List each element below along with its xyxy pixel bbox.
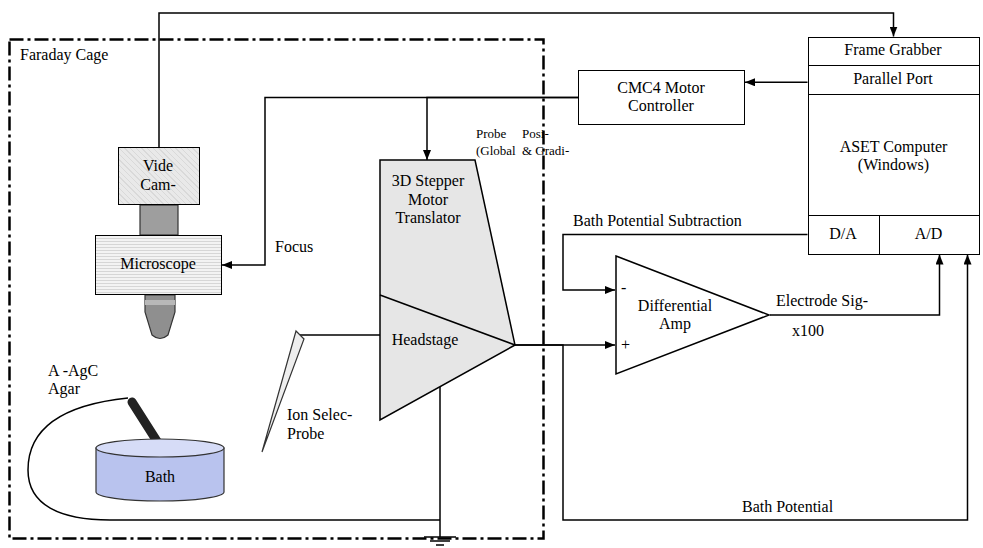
annotation-label: Posi- [522,127,549,142]
ground-symbol [436,544,444,546]
signal-connector [515,255,968,521]
motor-controller-box: CMC4 Motor Controller [578,70,745,125]
label-slot: (Global [476,144,516,159]
text-slot: Faraday Cage [20,44,170,66]
annotation-label: - [621,279,626,297]
text-slot: 3D Stepper Motor Translator [382,166,474,234]
frame-grabber-cell: Frame Grabber [808,37,980,66]
node-text: Differential Amp [633,297,717,334]
objective-band [145,300,175,305]
node-text: 3D Stepper Motor Translator [382,172,474,227]
annotation-label: Probe [476,127,506,142]
label-slot: x100 [792,322,824,340]
text-slot: Differential Amp [633,285,717,345]
label-slot: Focus [275,238,313,256]
stepper-translator-headstage: 3D Stepper Motor TranslatorHeadstage [380,160,515,420]
annotation-label: Agar [48,380,80,398]
probe-wire [300,334,380,336]
ground-symbol [430,540,450,542]
label-slot: Bath Potential Subtraction [573,212,742,230]
text-slot: Frame Grabber [809,38,978,64]
objective-lens [145,295,175,339]
annotation-label: + [621,336,630,354]
node-text: Faraday Cage [20,46,108,64]
text-slot: ASET Computer (Windows) [809,98,978,214]
annotation-label: x100 [792,322,824,340]
label-slot: A -AgC [48,362,98,380]
bath-dish: Bath [95,438,225,502]
text-slot: Microscope [96,236,220,293]
label-slot: - [621,279,626,297]
text-slot: A/D [880,216,978,253]
label-slot: + [621,336,630,354]
microscope-box: Microscope [95,235,222,295]
signal-connector [159,13,894,147]
text-slot: Headstage [384,328,466,352]
text-slot: Vide Cam- [133,148,183,203]
signal-connector [770,255,940,316]
annotation-label: Electrode Sig- [776,292,868,310]
node-text: Parallel Port [853,70,933,88]
annotation-label: (Global [476,144,516,159]
label-slot: Posi- [522,127,549,142]
amplifier-triangle [615,255,770,375]
annotation-label: Bath Potential [742,498,833,516]
camera-coupler [140,205,178,235]
annotation-label: Focus [275,238,313,256]
label-slot: Bath Potential [742,498,833,516]
computer-box: ASET Computer (Windows) Frame GrabberPara… [808,37,980,255]
da-converter-cell: D/A [808,215,880,255]
ground-wire [439,387,441,537]
node-text: D/A [829,225,857,243]
label-slot: Probe [476,127,506,142]
annotation-label: Probe [287,425,324,443]
faraday-cage: Faraday CageVide Cam- Microscope 3D Steppe… [8,38,545,540]
node-text: CMC4 Motor Controller [609,79,713,116]
video-camera-box: Vide Cam- [118,147,200,205]
signal-connector [745,82,808,84]
annotation-label: Bath Potential Subtraction [573,212,742,230]
annotation-label: Ion Selec- [287,406,352,424]
reference-wire [28,398,440,520]
node-text: Vide Cam- [133,157,183,194]
label-slot: Probe [287,425,324,443]
text-slot: Bath [95,462,225,492]
signal-connector [563,235,808,291]
ad-converter-cell: A/D [879,215,980,255]
differential-amplifier: Differential Amp [615,255,770,375]
label-slot: Agar [48,380,80,398]
text-slot: Parallel Port [809,66,978,93]
signal-connector [427,98,578,161]
node-text: A/D [915,225,943,243]
node-text: Headstage [392,331,459,349]
parallel-port-cell: Parallel Port [808,65,980,95]
node-text: Bath [145,468,175,486]
node-text: Microscope [120,255,196,273]
node-text: Frame Grabber [844,41,941,59]
node-text: ASET Computer (Windows) [809,138,978,175]
label-slot: Ion Selec- [287,406,352,424]
label-slot: Electrode Sig- [776,292,868,310]
label-slot: & Gradi- [522,144,569,159]
annotation-label: & Gradi- [522,144,569,159]
text-slot: CMC4 Motor Controller [609,71,713,123]
annotation-label: A -AgC [48,362,98,380]
text-slot: D/A [809,216,878,253]
